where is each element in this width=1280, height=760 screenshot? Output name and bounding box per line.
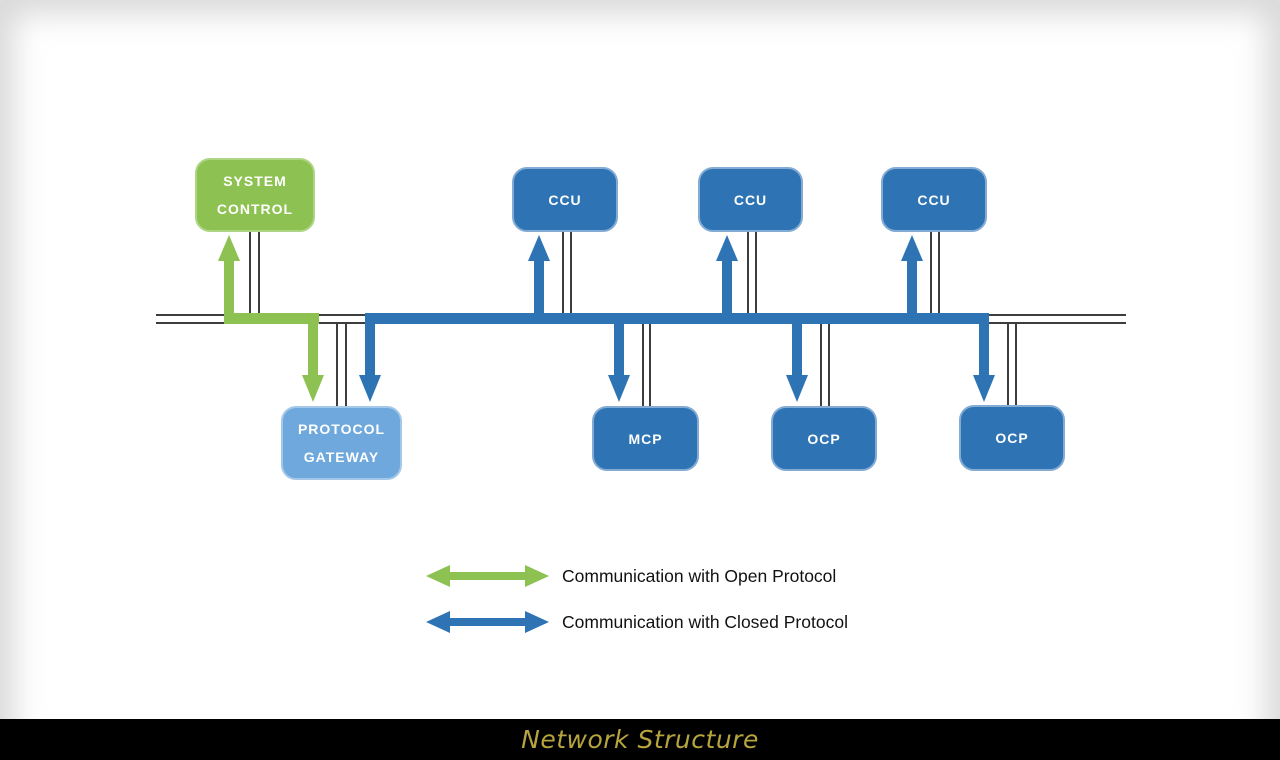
title-bar: Network Structure [0,719,1280,760]
stub-line-ocp2-2 [1015,322,1017,406]
closed-protocol-arrowhead-ocp1 [786,375,808,402]
closed-protocol-shaft-ocp2 [979,313,989,377]
closed-protocol-shaft-mcp [614,313,624,377]
node-ocp1: OCP [771,406,877,471]
node-ccu2: CCU [698,167,803,232]
closed-protocol-bus [365,313,989,324]
closed-protocol-shaft-ccu1 [534,258,544,318]
stub-line-ocp1-2 [828,322,830,406]
open-protocol-arrowhead-gateway [302,375,324,402]
node-ocp2: OCP [959,405,1065,471]
open-protocol-shaft-down [308,313,318,377]
stub-line-ccu3-1 [930,232,932,314]
arrow-bar [444,618,531,626]
node-label: GATEWAY [303,449,380,465]
legend-open-protocol-label: Communication with Open Protocol [562,566,837,586]
node-ccu1: CCU [512,167,618,232]
node-label: CCU [733,191,768,208]
node-system-control: SYSTEM CONTROL [195,158,315,232]
stub-line-system-control-1 [249,232,251,316]
stub-line-ccu1-2 [570,232,572,314]
closed-protocol-shaft-ccu2 [722,258,732,318]
closed-protocol-arrowhead-ccu2 [716,235,738,261]
open-protocol-arrowhead-system-control [218,235,240,261]
node-label: CONTROL [216,201,294,217]
stub-line-ocp1-1 [820,322,822,406]
closed-protocol-arrowhead-ccu1 [528,235,550,261]
open-protocol-shaft-up [224,258,234,318]
open-protocol-bus-segment [224,313,319,324]
closed-protocol-arrowhead-ocp2 [973,375,995,402]
arrow-right-head-icon [525,611,549,633]
node-ccu3: CCU [881,167,987,232]
stub-line-ocp2-1 [1007,322,1009,406]
stub-line-ccu3-2 [938,232,940,314]
legend-open-protocol-arrow-icon [426,559,549,593]
arrow-bar [444,572,531,580]
node-mcp: MCP [592,406,699,471]
stub-line-mcp-1 [642,322,644,406]
node-label: MCP [628,430,663,447]
stub-line-mcp-2 [649,322,651,406]
arrow-right-head-icon [525,565,549,587]
closed-protocol-arrowhead-mcp [608,375,630,402]
node-label: OCP [995,430,1029,446]
node-label: SYSTEM [223,173,287,189]
stub-line-ccu2-2 [755,232,757,314]
stub-line-system-control-2 [258,232,260,316]
stub-line-ccu2-1 [747,232,749,314]
legend-closed-protocol-arrow-icon [426,605,549,639]
node-label: CCU [917,191,951,208]
arrow-left-head-icon [426,611,450,633]
arrow-left-head-icon [426,565,450,587]
closed-protocol-shaft-ccu3 [907,258,917,318]
node-label: OCP [807,430,841,447]
closed-protocol-arrowhead-ccu3 [901,235,923,261]
stub-line-gateway-2 [345,322,347,406]
node-label: PROTOCOL [297,421,386,437]
page-title: Network Structure [521,725,759,754]
stub-line-gateway-1 [336,322,338,406]
stub-line-ccu1-1 [562,232,564,314]
closed-protocol-shaft-ocp1 [792,313,802,377]
closed-protocol-shaft-gateway [365,313,375,377]
node-label: CCU [548,191,582,208]
closed-protocol-arrowhead-gateway [359,375,381,402]
legend-closed-protocol-label: Communication with Closed Protocol [562,612,848,632]
node-protocol-gateway: PROTOCOL GATEWAY [281,406,402,480]
